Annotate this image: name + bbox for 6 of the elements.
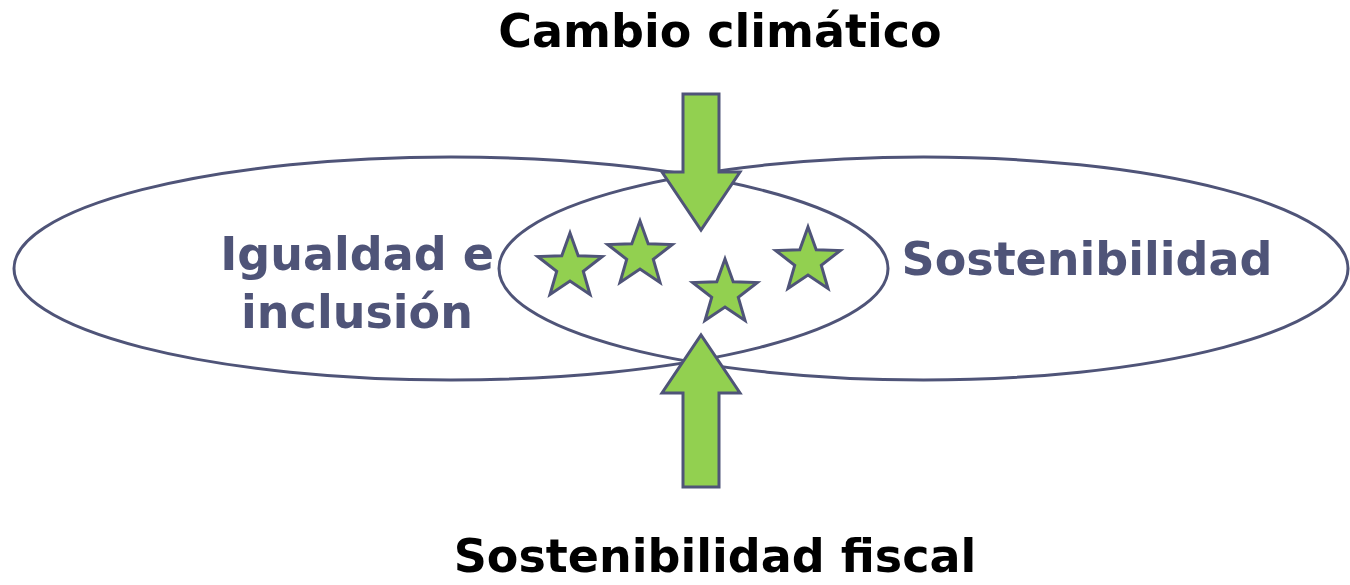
- block-arrow: [659, 332, 743, 489]
- heading-label: Sostenibilidad fiscal: [452, 529, 978, 583]
- region-label: Sostenibilidad: [900, 231, 1274, 288]
- block-arrow: [659, 92, 743, 233]
- heading-label: Cambio climático: [497, 4, 943, 58]
- region-label: Igualdad e inclusión: [219, 226, 495, 341]
